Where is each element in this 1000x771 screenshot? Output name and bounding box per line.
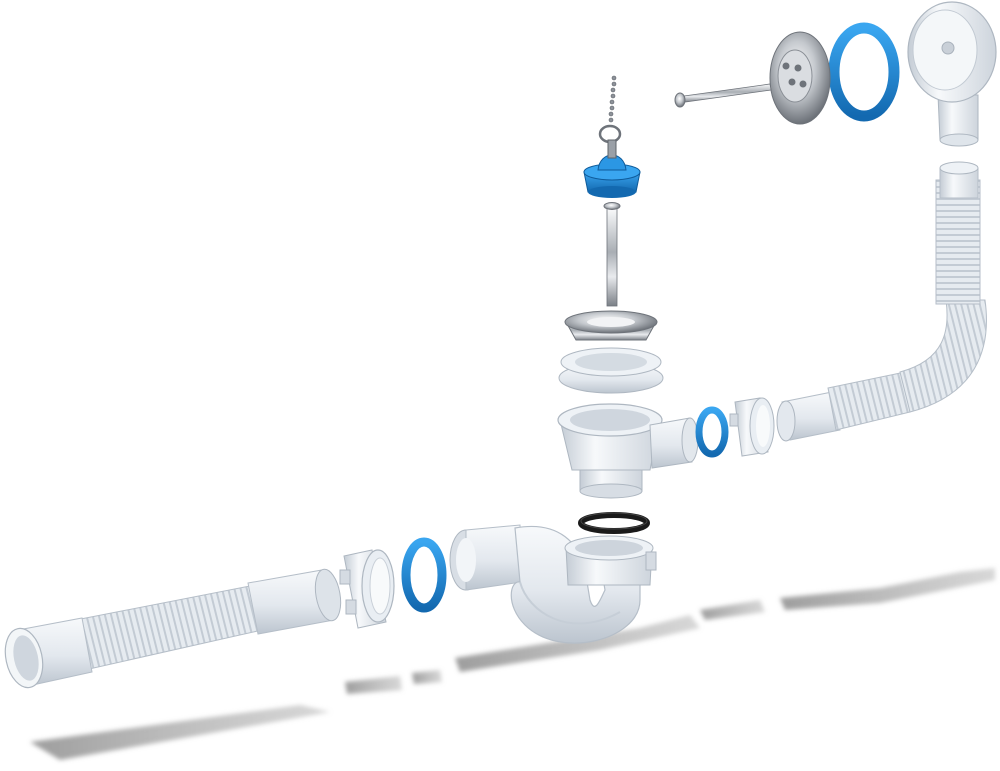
drain-chrome-grate	[564, 310, 658, 341]
overflow-corrugated-hose	[776, 161, 987, 442]
drain-bolt	[603, 202, 621, 307]
shadow-side-hose	[780, 568, 995, 610]
drain-body	[557, 403, 699, 499]
upper-drain-washer	[558, 347, 664, 394]
overflow-seal	[828, 22, 900, 122]
shadow-outlet-hose	[30, 705, 330, 760]
side-seal-ring	[695, 406, 729, 458]
overflow-screw	[674, 83, 772, 108]
outlet-seal-ring	[401, 537, 447, 613]
trap-union-nut	[564, 535, 657, 586]
rubber-plug	[583, 139, 641, 198]
side-union-nut	[729, 397, 775, 457]
overflow-chrome-cover	[769, 31, 831, 125]
outlet-corrugated-hose	[4, 568, 342, 689]
black-flat-gasket	[578, 512, 650, 534]
plug-chain	[598, 75, 622, 144]
shadow-nut-2	[412, 670, 442, 684]
outlet-union-nut	[339, 549, 395, 629]
shadow-drain-parts	[700, 600, 765, 620]
overflow-elbow-housing	[907, 1, 997, 147]
shadow-nut-1	[345, 676, 402, 694]
